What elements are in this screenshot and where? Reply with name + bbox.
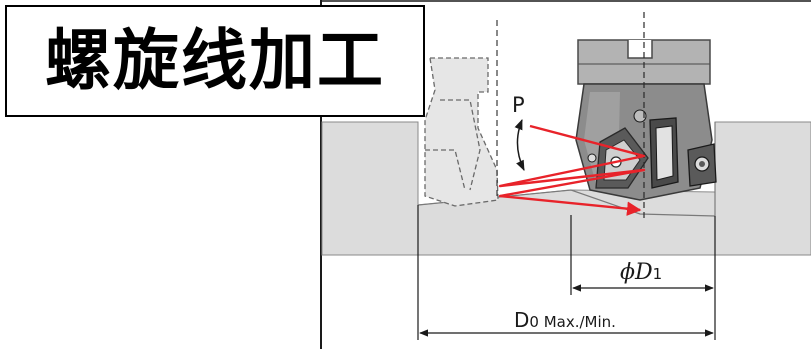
helical-toolpath <box>498 124 646 216</box>
d1-symbol: ϕD <box>620 260 653 285</box>
d0-main: D <box>514 308 530 332</box>
page-title: 螺旋线加工 <box>45 22 385 99</box>
d1-label: ϕD1 <box>620 262 662 284</box>
title-box: 螺旋线加工 <box>5 5 425 117</box>
d0-label: D0 Max./Min. <box>514 310 616 330</box>
d0-subscript: 0 Max./Min. <box>529 313 616 331</box>
ghost-cutter <box>424 57 499 207</box>
workpiece <box>321 121 811 256</box>
pitch-angle-arc <box>514 119 525 171</box>
d1-subscript: 1 <box>652 265 663 283</box>
pitch-label: P <box>512 93 525 117</box>
